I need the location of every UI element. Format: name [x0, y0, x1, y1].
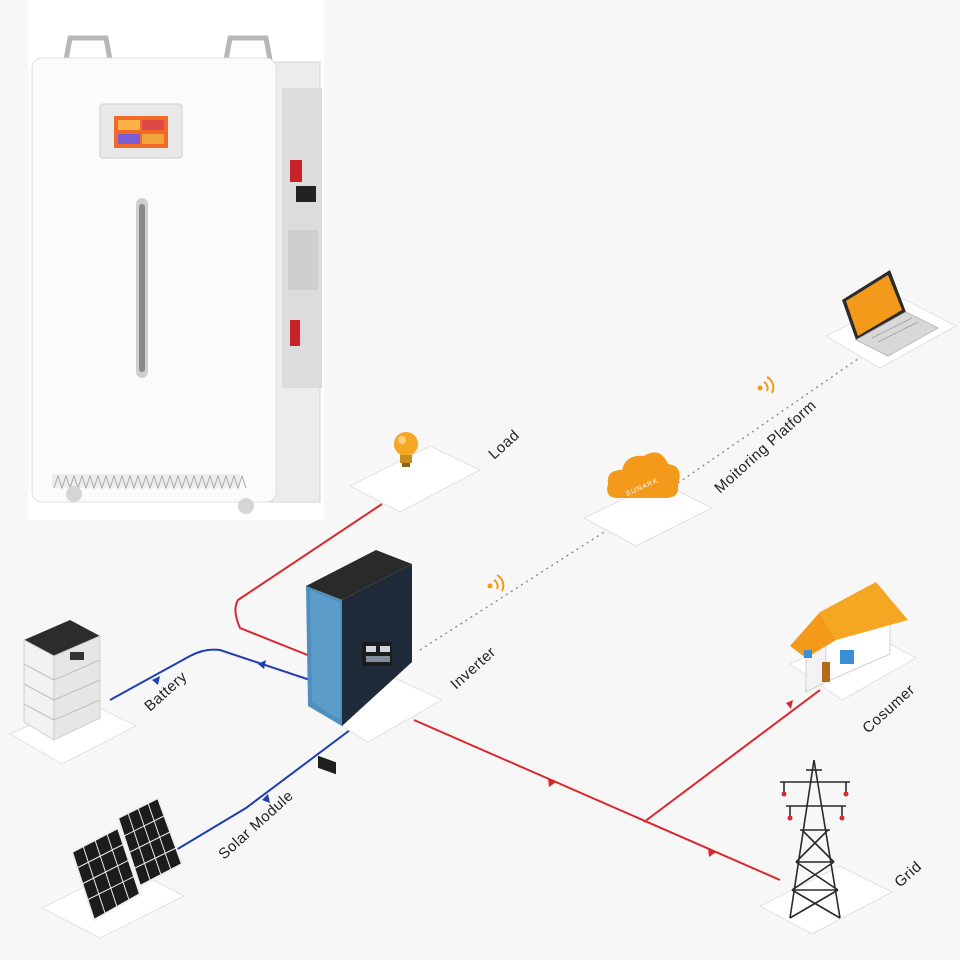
label-solar-module: Solar Module: [215, 787, 297, 863]
light-bulb-icon: [394, 432, 418, 467]
cloud-icon: SUNARK: [607, 452, 680, 498]
connection-lines: [109, 351, 869, 881]
data-link-cloud-laptop: [667, 351, 869, 491]
ac-link-inverter-grid: [413, 719, 781, 881]
data-link-inverter-cloud: [419, 517, 627, 651]
ac-link-load-inverter: [234, 503, 383, 661]
label-consumer: Cosumer: [859, 681, 918, 737]
dc-link-battery-inverter: [109, 648, 341, 701]
label-inverter: Inverter: [447, 644, 499, 693]
label-load: Load: [485, 427, 523, 463]
power-tower-icon: [780, 759, 850, 919]
laptop-icon: [842, 270, 940, 357]
label-monitoring-platform: Moitoring Platform: [711, 397, 820, 497]
wifi-signal-icon: [757, 376, 775, 394]
battery-cabinet-product: [28, 0, 324, 520]
label-grid: Grid: [891, 858, 925, 891]
label-battery: Battery: [141, 668, 190, 715]
wifi-signal-icon: [487, 574, 505, 592]
ac-link-consumer: [643, 689, 821, 823]
tower-insulators: [781, 791, 849, 821]
house-icon: [790, 582, 908, 693]
battery-stack-icon: [23, 620, 101, 741]
solar-panel-icon: [70, 796, 184, 922]
inverter-icon: [306, 550, 412, 775]
dc-link-solar-inverter: [175, 729, 351, 851]
